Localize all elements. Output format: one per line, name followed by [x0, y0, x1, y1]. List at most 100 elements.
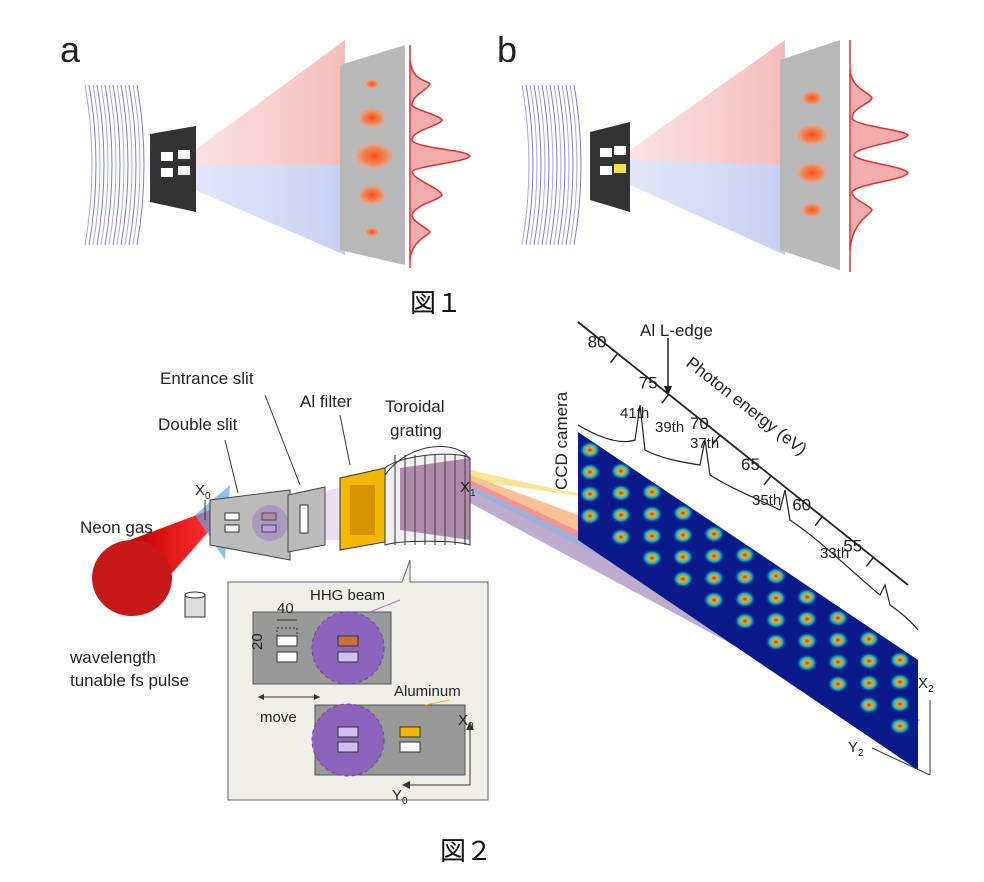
- ccd-fringe-spot: [889, 717, 911, 735]
- wavefront-line: [92, 84, 101, 246]
- slit-2: [276, 651, 298, 663]
- pulse-label-2: tunable fs pulse: [70, 671, 189, 690]
- wavefront-line: [549, 84, 558, 246]
- wavefront-line: [112, 84, 121, 246]
- panel-a-diagram: [84, 40, 471, 268]
- spot-a-3: [352, 141, 396, 171]
- ccd-fringe-spot: [734, 612, 756, 630]
- harmonic-label: 33th: [820, 545, 849, 562]
- wavefront-line: [565, 84, 574, 246]
- ccd-camera: [577, 404, 919, 770]
- slit-1: [276, 635, 298, 647]
- energy-tick: [814, 516, 823, 527]
- wavefront-line: [108, 84, 117, 246]
- y2-label: Y2: [848, 739, 864, 759]
- ccd-fringe-spot: [858, 630, 880, 648]
- inset-y0-label: Y0: [392, 787, 408, 807]
- ccd-fringe-spot: [703, 525, 725, 543]
- wavefront-line: [120, 84, 129, 246]
- ccd-fringe-spot: [858, 652, 880, 670]
- toroidal-grating: [384, 446, 471, 546]
- ccd-fringe-spot: [827, 609, 849, 627]
- energy-tick-label: 75: [639, 373, 658, 392]
- harmonic-label: 39th: [655, 419, 684, 436]
- ccd-fringe-spot: [796, 588, 818, 606]
- ccd-fringe-spot: [796, 610, 818, 628]
- ccd-fringe-spot: [765, 589, 787, 607]
- spot-b-1: [800, 90, 824, 106]
- spot-b-4: [800, 202, 824, 218]
- aluminum-slit: [399, 726, 421, 738]
- ccd-fringe-spot: [610, 506, 632, 524]
- ccd-spectrum-line: [577, 404, 919, 631]
- wavefront-line: [545, 84, 554, 246]
- ccd-fringe-spot: [641, 483, 663, 501]
- ccd-fringe-spot: [672, 548, 694, 566]
- spot-a-2: [356, 107, 388, 129]
- spot-b-2: [794, 123, 830, 147]
- ccd-fringe-spot: [889, 651, 911, 669]
- ccd-fringe-spot: [765, 567, 787, 585]
- spot-a-1: [364, 79, 380, 89]
- double-slit-label: Double slit: [158, 415, 238, 434]
- ccd-fringe-spot: [827, 631, 849, 649]
- energy-tick-label: 80: [588, 333, 607, 352]
- energy-tick: [610, 353, 619, 364]
- energy-tick-label: 70: [690, 414, 709, 433]
- ccd-fringe-spot: [579, 463, 601, 481]
- al-ledge-label: Al L-edge: [640, 321, 713, 340]
- energy-tick: [712, 434, 721, 445]
- ccd-camera-label: CCD camera: [552, 391, 571, 490]
- ccd-fringe-spot: [765, 611, 787, 629]
- spot-a-5: [364, 227, 380, 237]
- ccd-fringe-spot: [796, 632, 818, 650]
- wavefront-line: [557, 84, 566, 246]
- ccd-fringe-spot: [827, 675, 849, 693]
- al-filter-label: Al filter: [300, 392, 352, 411]
- energy-tick-label: 60: [792, 496, 811, 515]
- ccd-fringe-spot: [858, 696, 880, 714]
- wavefront-line: [561, 84, 570, 246]
- ccd-fringe-spot: [703, 547, 725, 565]
- hhg-beam-spot-2: [311, 703, 385, 777]
- toroidal-label-1: Toroidal: [385, 397, 445, 416]
- laser-pulse: [92, 485, 230, 616]
- wavefront-line: [96, 84, 105, 246]
- ccd-fringe-spot: [641, 549, 663, 567]
- wavefront-line: [541, 84, 550, 246]
- energy-axis: [577, 321, 909, 586]
- ccd-fringe-spot: [889, 673, 911, 691]
- wavefront-line: [529, 84, 538, 246]
- harmonic-label: 41th: [620, 405, 649, 422]
- wavefront-line: [525, 84, 534, 246]
- incident-wavefronts-a: [84, 84, 145, 246]
- ccd-fringe-spot: [827, 653, 849, 671]
- ccd-fringe-spot: [858, 674, 880, 692]
- gas-nozzle: [184, 591, 206, 618]
- wavefront-line: [84, 84, 93, 246]
- neon-gas-label: Neon gas: [80, 518, 153, 537]
- double-slit-plate: [209, 489, 291, 561]
- fan-red-a: [195, 40, 345, 165]
- pulse-label-1: wavelength: [69, 648, 156, 667]
- wavefront-line: [104, 84, 113, 246]
- wavefront-line: [569, 84, 578, 246]
- fan-blue-b: [630, 160, 785, 255]
- harmonic-label: 37th: [690, 435, 719, 452]
- panel-a-label: a: [60, 29, 81, 70]
- x0-label: X0: [195, 482, 211, 502]
- x2-label: X2: [918, 675, 934, 695]
- harmonic-label: 35th: [752, 492, 781, 509]
- ccd-fringe-spot: [734, 568, 756, 586]
- panel-b-label: b: [497, 29, 517, 70]
- spot-b-3: [794, 161, 830, 185]
- ccd-fringe-spot: [672, 570, 694, 588]
- ccd-fringe-spot: [610, 528, 632, 546]
- x1-label: X1: [460, 479, 476, 499]
- dim-20-label: 20: [249, 633, 266, 650]
- ccd-fringe-spot: [579, 485, 601, 503]
- ccd-fringe-spot: [703, 591, 725, 609]
- wavefront-line: [573, 84, 582, 246]
- ccd-fringe-spot: [765, 633, 787, 651]
